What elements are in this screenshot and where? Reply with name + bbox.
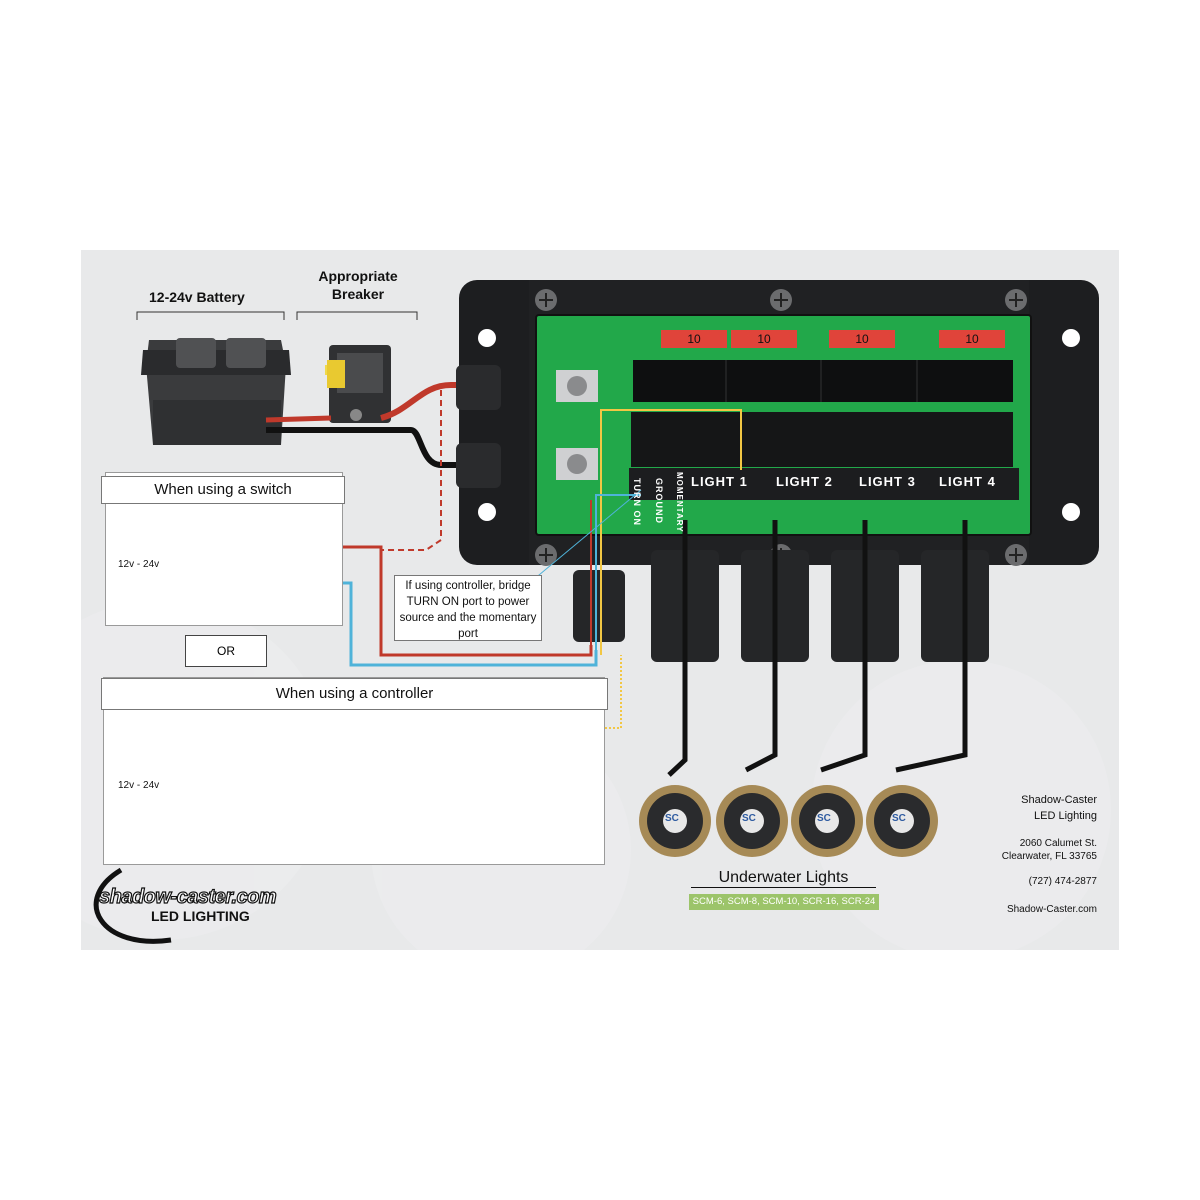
battery-icon (141, 338, 291, 445)
battery-bracket (136, 311, 285, 320)
port-ground-label: GROUND (654, 478, 664, 524)
controller-bridge-note: If using controller, bridge TURN ON port… (394, 575, 542, 641)
switch-voltage-label: 12v - 24v (118, 559, 160, 570)
company-name-line1: Shadow-Caster (1021, 794, 1097, 806)
breaker-label: Appropriate Breaker (318, 268, 398, 302)
light-2-cable (744, 660, 778, 773)
cable-gland-row (573, 550, 989, 662)
switch-panel-title: When using a switch (101, 476, 345, 504)
light-3-terminal-label: LIGHT 3 (859, 474, 916, 489)
cable-gland (456, 365, 501, 410)
light-4-cable (895, 660, 968, 773)
fuse-3: 10 (829, 330, 895, 348)
light-3-cable (820, 660, 868, 773)
light-2-badge: SC (742, 813, 756, 824)
logo-wordmark: shadow-caster.com (98, 885, 277, 908)
fuse-2: 10 (731, 330, 797, 348)
underwater-light-icon (791, 785, 863, 857)
light-1-badge: SC (665, 813, 679, 824)
breaker-icon (325, 345, 391, 423)
underwater-light-icon (866, 785, 938, 857)
junction-box (459, 280, 1099, 565)
blue-signal-wire (595, 494, 641, 655)
logo-tagline: LED LIGHTING (151, 908, 250, 924)
fuse-1: 10 (661, 330, 727, 348)
light-4-terminal-label: LIGHT 4 (939, 474, 996, 489)
controller-panel-title: When using a controller (101, 678, 608, 710)
battery-positive-wire (265, 415, 332, 423)
underwater-light-icon (639, 785, 711, 857)
underwater-lights-title: Underwater Lights (691, 869, 876, 888)
wiring-diagram-sheet: + − + − (81, 250, 1119, 950)
company-website: Shadow-Caster.com (1006, 904, 1097, 915)
light-cables-upper (682, 520, 968, 660)
port-momentary-label: MOMENTARY (675, 472, 684, 533)
mounting-hole (1062, 503, 1080, 521)
company-name-line2: LED Lighting (1034, 810, 1097, 822)
controller-yellow-wire (302, 655, 622, 833)
controller-voltage-label: 12v - 24v (118, 780, 160, 791)
breaker-bracket (296, 311, 418, 320)
company-address2: Clearwater, FL 33765 (1001, 851, 1097, 862)
underwater-light-icon (716, 785, 788, 857)
mounting-hole (478, 503, 496, 521)
cable-gland (456, 443, 501, 488)
model-list-bar: SCM-6, SCM-8, SCM-10, SCR-16, SCR-24 (689, 894, 879, 910)
or-divider: OR (185, 635, 267, 667)
power-stud-negative (556, 448, 598, 480)
fuse-4: 10 (939, 330, 1005, 348)
company-address1: 2060 Calumet St. (1019, 838, 1097, 849)
negative-wire (266, 427, 571, 468)
power-stud-positive (556, 370, 598, 402)
note-pointer (520, 489, 642, 591)
port-turn-on-label: TURN ON (632, 478, 642, 526)
switch-to-box-wire (286, 545, 593, 657)
light-1-terminal-label: LIGHT 1 (691, 474, 748, 489)
logo-swoosh-icon (93, 867, 172, 944)
light-2-terminal-label: LIGHT 2 (776, 474, 833, 489)
mounting-hole (1062, 329, 1080, 347)
mounting-hole (478, 329, 496, 347)
breaker-to-box-positive-wire (380, 382, 571, 421)
yellow-signal-wire (600, 409, 742, 655)
light-1-cable (667, 660, 688, 777)
light-4-badge: SC (892, 813, 906, 824)
battery-label: 12-24v Battery (149, 289, 245, 305)
light-3-badge: SC (817, 813, 831, 824)
company-phone: (727) 474-2877 (1028, 876, 1097, 887)
